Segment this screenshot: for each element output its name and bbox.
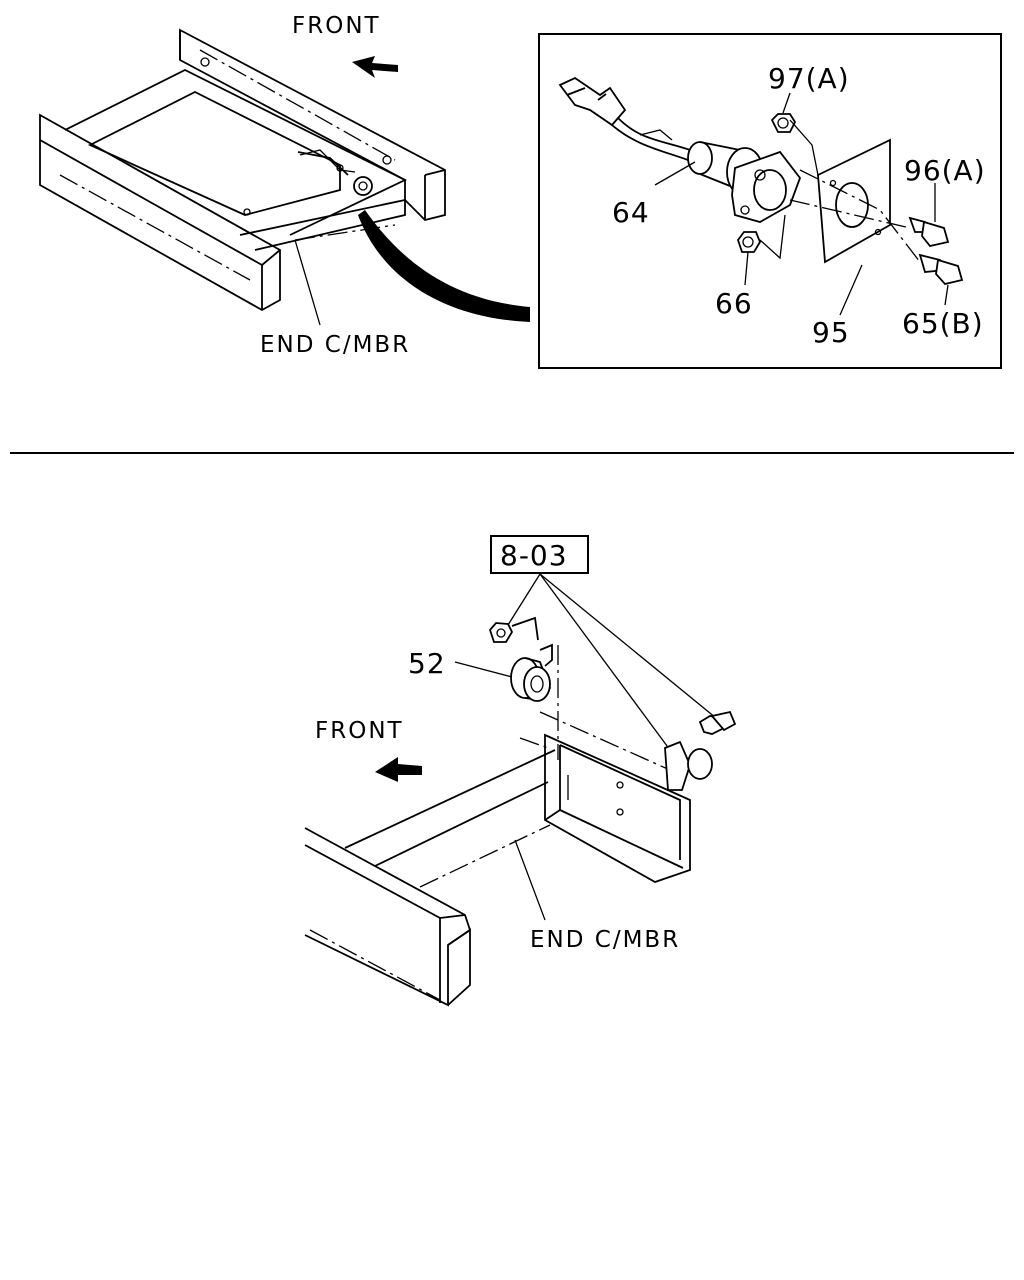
callout-95: 95 [812, 316, 850, 349]
end-member-label-top: END C/MBR [260, 332, 410, 358]
top-frame-drawing [39, 28, 446, 326]
callout-65b: 65(B) [902, 307, 984, 340]
front-label-bottom: FRONT [315, 718, 404, 744]
detail-parts-drawing [558, 76, 964, 316]
callout-52: 52 [408, 647, 446, 680]
callout-66: 66 [715, 287, 753, 320]
callout-64: 64 [612, 196, 650, 229]
detail-callout-arrow [358, 210, 530, 322]
front-arrow-icon [375, 757, 422, 782]
callout-97a: 97(A) [768, 62, 850, 95]
front-arrow-icon [352, 56, 398, 78]
front-label-top: FRONT [292, 13, 381, 39]
reference-box [490, 535, 589, 574]
reference-label: 8-03 [500, 539, 568, 572]
callout-96a: 96(A) [904, 154, 986, 187]
end-member-label-bottom: END C/MBR [530, 927, 680, 953]
detail-inset-box [538, 33, 1002, 369]
bottom-frame-drawing [304, 573, 737, 1007]
